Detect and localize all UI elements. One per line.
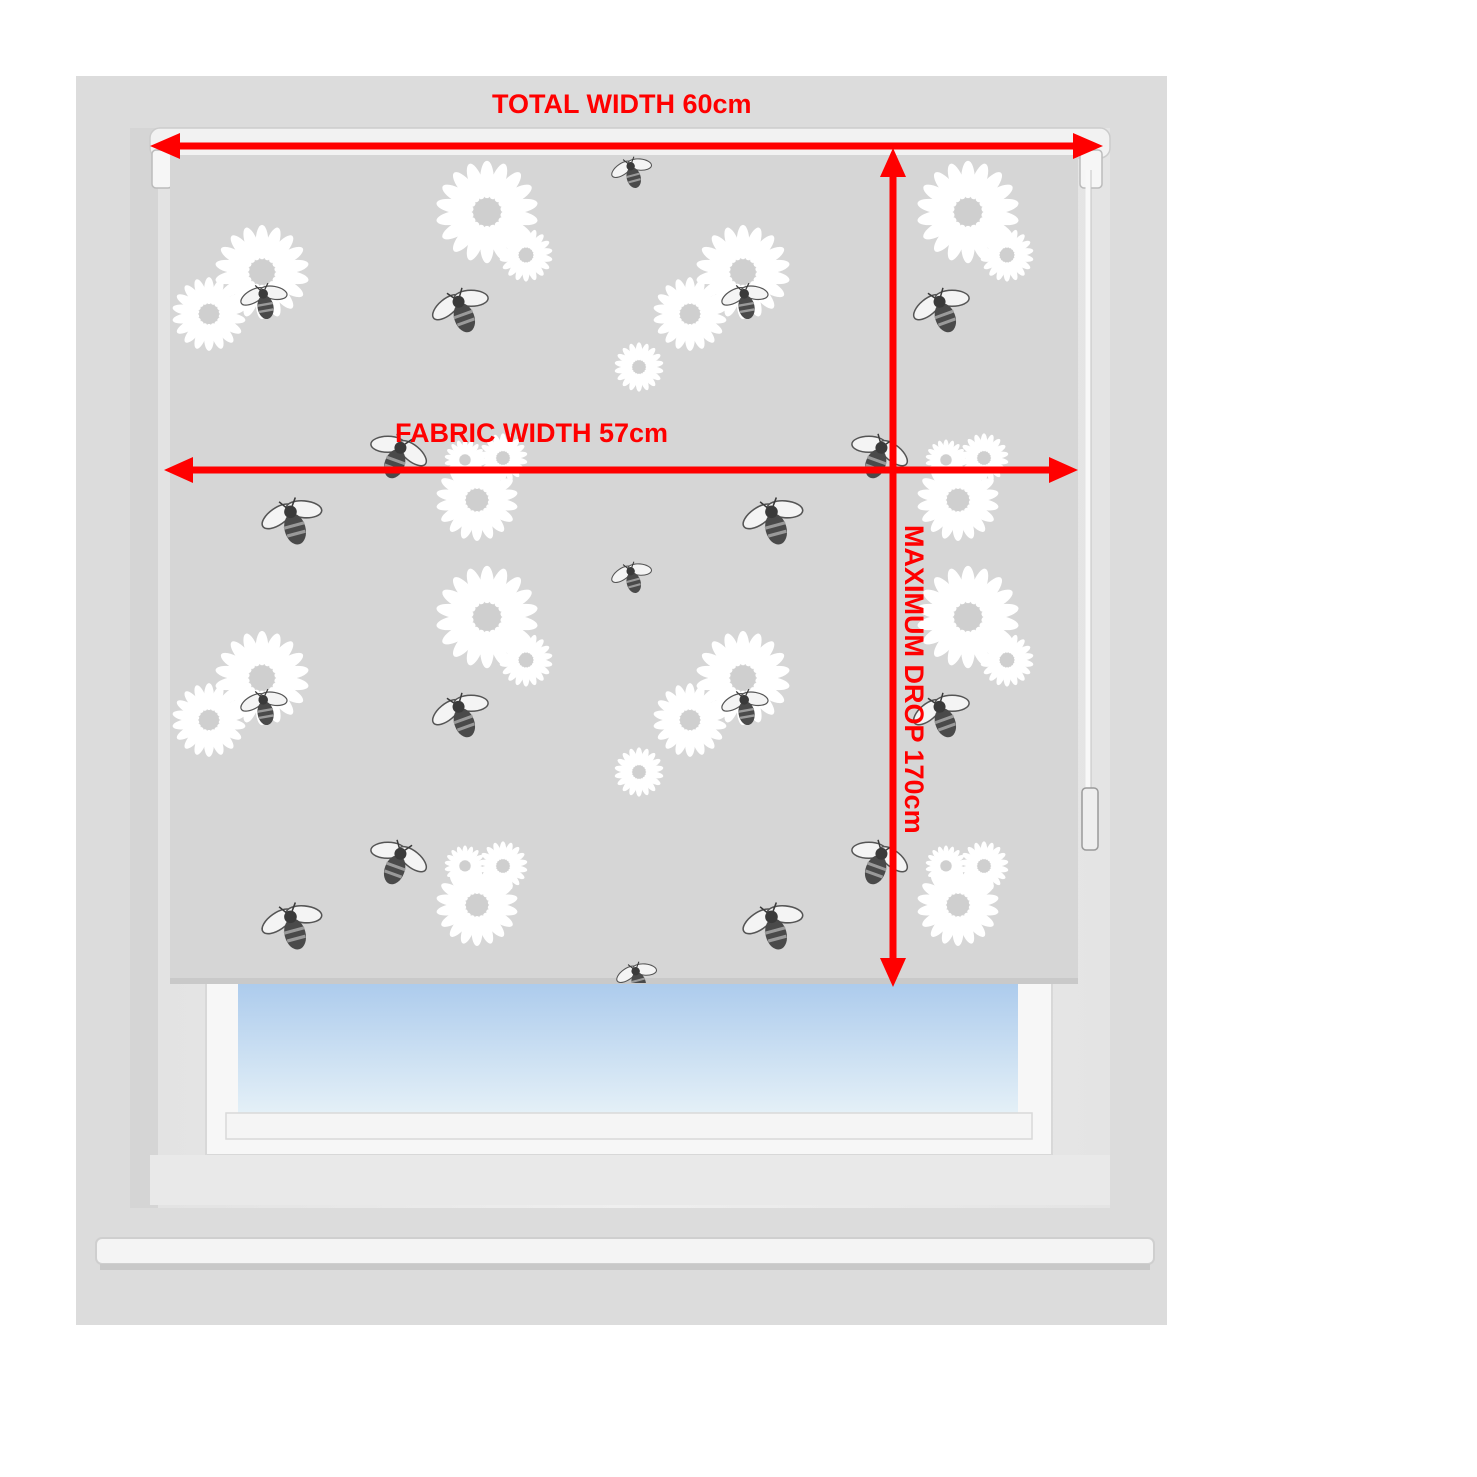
measurement-arrows xyxy=(150,133,1103,987)
fabric-width-arrowhead-right xyxy=(1049,457,1078,483)
total-width-label: TOTAL WIDTH 60cm xyxy=(492,89,752,119)
window-glass-sky xyxy=(238,975,1018,1113)
maximum-drop-label: MAXIMUM DROP 170cm xyxy=(899,525,929,834)
recess-left-edge xyxy=(130,128,158,1208)
total-width-arrowhead-left xyxy=(150,133,180,159)
cord-tensioner[interactable] xyxy=(1081,787,1099,851)
sill-shadow xyxy=(100,1264,1150,1270)
window-sash-bottom xyxy=(225,1112,1033,1140)
fabric-width-label: FABRIC WIDTH 57cm xyxy=(395,418,669,448)
maximum-drop-arrowhead-top xyxy=(880,148,906,177)
total-width-arrowhead-right xyxy=(1073,133,1103,159)
maximum-drop-arrowhead-bottom xyxy=(880,958,906,987)
left-bracket xyxy=(151,149,173,189)
fabric-width-arrowhead-left xyxy=(164,457,193,483)
window-sill-top xyxy=(150,1155,1110,1205)
window-sill xyxy=(95,1237,1155,1265)
